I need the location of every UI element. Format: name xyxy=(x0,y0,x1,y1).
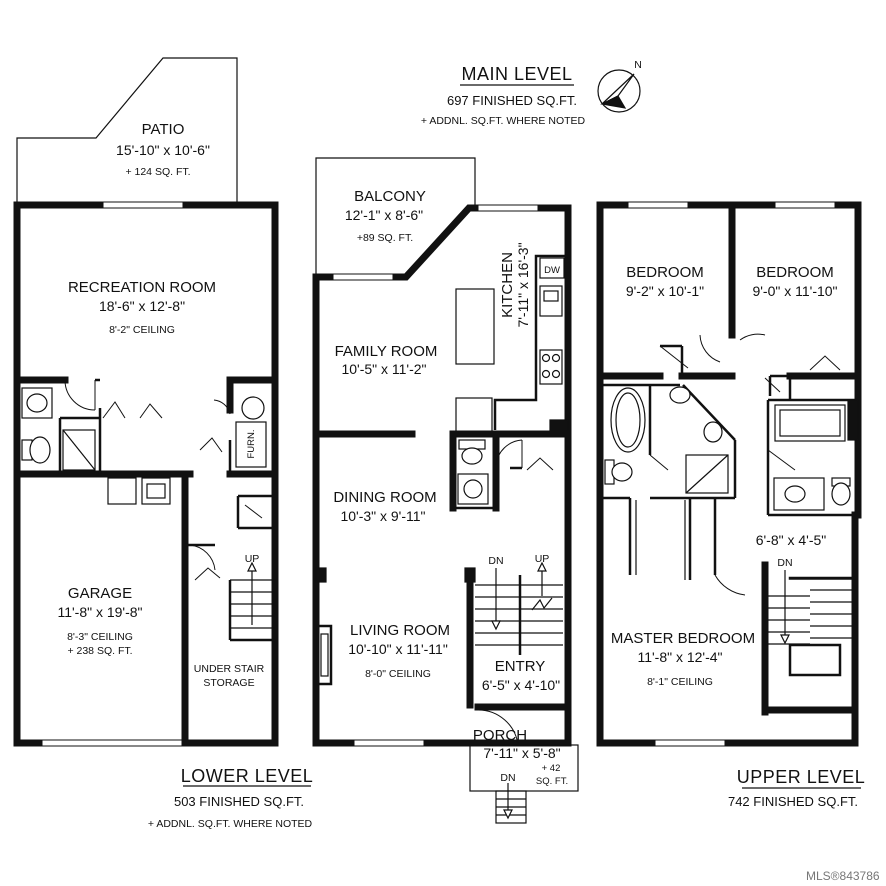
patio-outline xyxy=(16,57,238,205)
porch-extra2: SQ. FT. xyxy=(536,776,568,787)
porch-steps xyxy=(495,790,527,824)
kitchen-name: KITCHEN xyxy=(499,252,516,318)
lower-sink-icon xyxy=(26,393,48,413)
lower-level-note: + ADDNL. SQ.FT. WHERE NOTED xyxy=(148,818,313,830)
balcony-dim: 12'-1" x 8'-6" xyxy=(345,207,423,223)
main-level-outer-wall xyxy=(312,204,572,747)
family-dim: 10'-5" x 11'-2" xyxy=(341,361,426,377)
fireplace-icon xyxy=(316,624,333,686)
furnace-icon xyxy=(235,421,267,468)
balcony-outline xyxy=(315,157,476,277)
entry-dim: 6'-5" x 4'-10" xyxy=(482,677,560,693)
porch-extra1: + 42 xyxy=(542,763,561,774)
living-name: LIVING ROOM xyxy=(350,622,450,639)
master-ceiling: 8'-1" CEILING xyxy=(647,676,713,688)
porch-dn-label: DN xyxy=(500,772,515,784)
patio-extra: + 124 SQ. FT. xyxy=(125,166,190,178)
garage-ceiling: 8'-3" CEILING xyxy=(67,631,133,643)
entry-name: ENTRY xyxy=(495,658,546,675)
family-name: FAMILY ROOM xyxy=(335,343,438,360)
lower-level-title: LOWER LEVEL xyxy=(181,766,314,786)
main-dn-label: DN xyxy=(488,555,503,567)
kitchen-dim: 7'-11" x 16'-3" xyxy=(515,242,531,327)
lower-level-sqft: 503 FINISHED SQ.FT. xyxy=(174,794,304,809)
ensuite-sink2-icon xyxy=(703,421,723,443)
living-dim: 10'-10" x 11'-11" xyxy=(348,641,448,657)
upper-dn-label: DN xyxy=(777,557,792,569)
patio-dim: 15'-10" x 10'-6" xyxy=(116,142,210,158)
main-up-label: UP xyxy=(535,553,550,565)
ensuite-sink1-icon xyxy=(669,386,691,404)
soaker-tub-icon xyxy=(610,387,646,453)
storage-line2: STORAGE xyxy=(203,677,254,689)
main-stair-treads xyxy=(475,584,563,646)
upper-level-sqft: 742 FINISHED SQ.FT. xyxy=(728,794,858,809)
powder-sink-icon xyxy=(463,479,483,499)
dining-name: DINING ROOM xyxy=(333,489,436,506)
kitchen-island xyxy=(455,288,495,365)
bedroom1-name: BEDROOM xyxy=(626,264,704,281)
dining-dim: 10'-3" x 9'-11" xyxy=(340,508,425,524)
recreation-ceiling: 8'-2" CEILING xyxy=(109,324,175,336)
dishwasher-label: DW xyxy=(544,265,560,276)
main-bath-sink-icon xyxy=(784,485,806,503)
main-level-note: + ADDNL. SQ.FT. WHERE NOTED xyxy=(421,115,586,127)
ensuite-toilet-icon xyxy=(611,462,633,482)
main-bath-toilet-icon xyxy=(831,482,851,506)
furnace-label: FURN. xyxy=(246,429,257,458)
fridge-icon xyxy=(455,397,493,433)
compass-icon: N xyxy=(597,59,642,113)
main-level-title: MAIN LEVEL xyxy=(461,64,572,84)
lower-toilet-icon xyxy=(29,436,51,464)
patio-door xyxy=(102,201,184,209)
lower-level-plan xyxy=(13,57,279,747)
main-level-plan xyxy=(312,157,579,824)
garage-dim: 11'-8" x 19'-8" xyxy=(57,604,142,620)
upper-level-title: UPPER LEVEL xyxy=(737,767,866,787)
storage-line1: UNDER STAIR xyxy=(194,663,265,675)
bedroom1-dim: 9'-2" x 10'-1" xyxy=(626,283,704,299)
powder-sink-counter xyxy=(457,473,489,505)
washer-icon xyxy=(107,477,137,505)
bedroom2-name: BEDROOM xyxy=(756,264,834,281)
garage-extra: + 238 SQ. FT. xyxy=(67,645,132,657)
kitchen-counter xyxy=(493,254,568,430)
lower-up-label: UP xyxy=(245,553,260,565)
balcony-extra: +89 SQ. FT. xyxy=(357,232,413,244)
dryer-icon xyxy=(141,477,171,505)
balcony-name: BALCONY xyxy=(354,188,426,205)
recreation-name: RECREATION ROOM xyxy=(68,279,216,296)
hall-dim: 6'-8" x 4'-5" xyxy=(756,532,827,548)
bedroom2-dim: 9'-0" x 11'-10" xyxy=(752,283,837,299)
recreation-dim: 18'-6" x 12'-8" xyxy=(99,298,185,314)
watermark: MLS®843786 xyxy=(806,869,880,883)
patio-name: PATIO xyxy=(142,121,185,138)
bathtub-icon xyxy=(774,404,846,442)
powder-toilet-icon xyxy=(461,447,483,465)
main-level-sqft: 697 FINISHED SQ.FT. xyxy=(447,93,577,108)
stove-icon xyxy=(539,349,563,385)
garage-door xyxy=(41,739,183,747)
master-name: MASTER BEDROOM xyxy=(611,630,755,647)
water-heater-icon xyxy=(241,396,265,420)
upper-level-plan xyxy=(596,201,862,747)
garage-name: GARAGE xyxy=(68,585,132,602)
porch-name: PORCH xyxy=(473,727,527,744)
living-ceiling: 8'-0" CEILING xyxy=(365,668,431,680)
master-dim: 11'-8" x 12'-4" xyxy=(637,649,722,665)
compass-label: N xyxy=(634,59,642,71)
dishwasher-icon xyxy=(539,257,565,279)
upper-stair-treads xyxy=(768,577,852,645)
porch-dim: 7'-11" x 5'-8" xyxy=(483,745,560,761)
